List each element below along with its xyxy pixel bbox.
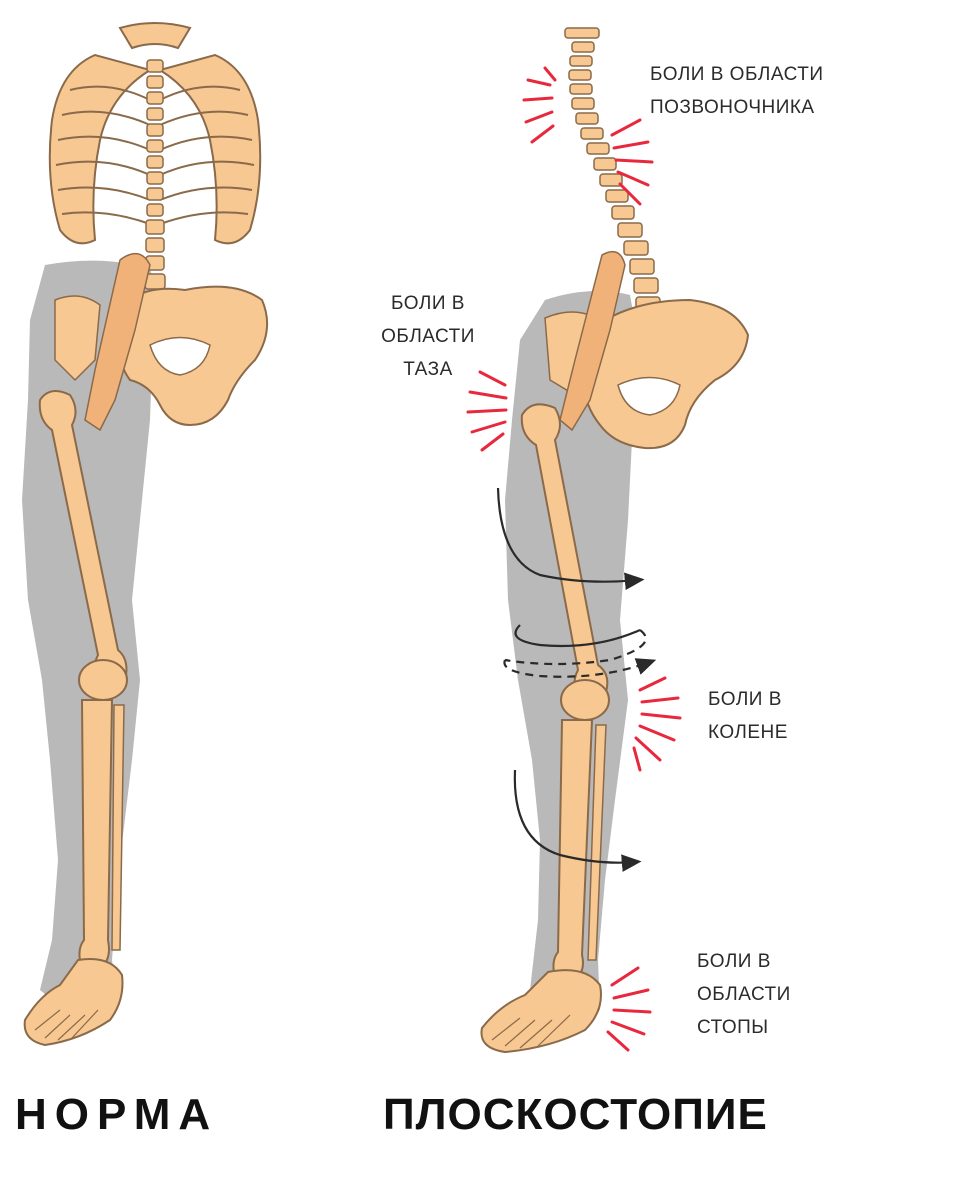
normal-pelvis-opening [149,336,211,376]
label-pelvis-pain: БОЛИ В ОБЛАСТИ ТАЗА [366,287,490,386]
normal-tibia [78,699,114,969]
normal-figure [22,22,269,1047]
flatfoot-patella [560,679,610,721]
normal-hip-muscle [84,252,151,432]
label-foot-pain: БОЛИ В ОБЛАСТИ СТОПЫ [697,945,791,1044]
label-pelvis-line3: ТАЗА [403,359,453,380]
label-spine-line2: ПОЗВОНОЧНИКА [650,97,815,118]
label-spine-pain: БОЛИ В ОБЛАСТИ ПОЗВОНОЧНИКА [650,58,824,124]
caption-flatfoot: ПЛОСКОСТОПИЕ [383,1090,768,1139]
label-knee-line1: БОЛИ В [708,689,782,710]
label-spine-line1: БОЛИ В ОБЛАСТИ [650,64,824,85]
label-knee-line2: КОЛЕНЕ [708,722,788,743]
normal-femur [38,390,128,687]
rotation-arrow-icon [496,487,657,872]
flatfoot-fibula [587,724,607,961]
normal-ilium-side [54,295,101,382]
label-pelvis-line1: БОЛИ В [391,293,465,314]
label-foot-line1: БОЛИ В [697,951,771,972]
normal-patella [78,659,128,701]
label-foot-line2: ОБЛАСТИ [697,984,791,1005]
caption-normal: НОРМА [15,1090,219,1139]
pain-burst-icon [466,66,682,1052]
flatfoot-hip-muscle [559,250,626,432]
flatfoot-figure [466,27,750,1054]
flatfoot-femur [520,403,609,702]
flatfoot-pelvis-opening [617,376,681,416]
flatfoot-leg-silhouette [505,291,640,1020]
normal-spine [144,59,166,309]
label-pelvis-line2: ОБЛАСТИ [381,326,475,347]
normal-foot [23,958,124,1047]
normal-rib-cage [48,22,262,245]
normal-fibula [111,704,125,951]
flatfoot-foot [480,969,602,1054]
label-knee-pain: БОЛИ В КОЛЕНЕ [708,683,788,749]
label-foot-line3: СТОПЫ [697,1017,769,1038]
